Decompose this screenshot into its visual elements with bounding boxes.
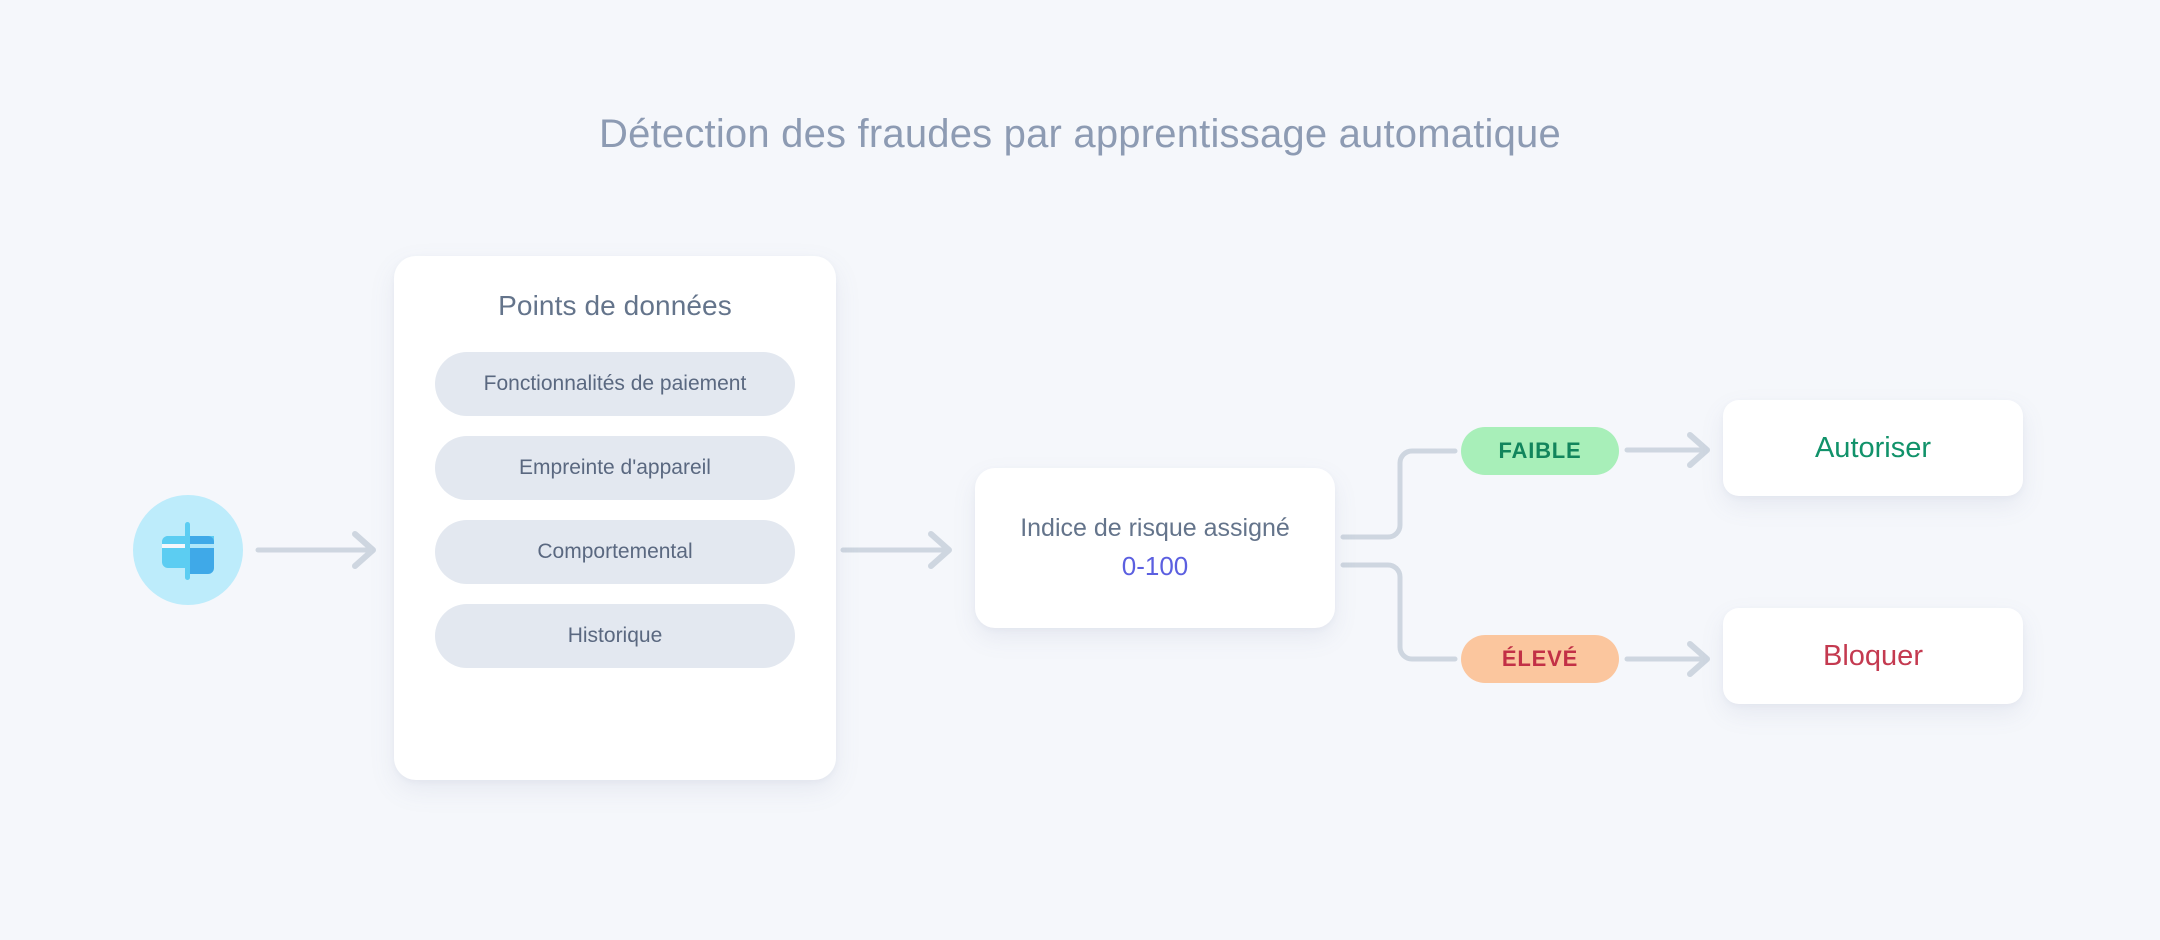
data-point-pill[interactable]: Historique — [435, 604, 795, 668]
data-points-card: Points de données Fonctionnalités de pai… — [394, 256, 836, 780]
outcome-authorize[interactable]: Autoriser — [1723, 400, 2023, 496]
data-points-title: Points de données — [498, 290, 732, 321]
data-point-pill[interactable]: Comportemental — [435, 520, 795, 584]
data-point-pill[interactable]: Fonctionnalités de paiement — [435, 352, 795, 416]
risk-badge-low: FAIBLE — [1461, 427, 1619, 475]
data-points-list: Fonctionnalités de paiement Empreinte d'… — [394, 352, 836, 668]
risk-score-range: 0-100 — [1121, 551, 1189, 581]
data-point-pill[interactable]: Empreinte d'appareil — [435, 436, 795, 500]
page-title: Détection des fraudes par apprentissage … — [599, 112, 1561, 156]
source-node — [133, 495, 243, 605]
outcome-block[interactable]: Bloquer — [1723, 608, 2023, 704]
risk-badge-high: ÉLEVÉ — [1461, 635, 1619, 683]
risk-score-label: Indice de risque assigné — [1020, 514, 1290, 542]
risk-score-node: Indice de risque assigné 0-100 — [975, 468, 1335, 628]
